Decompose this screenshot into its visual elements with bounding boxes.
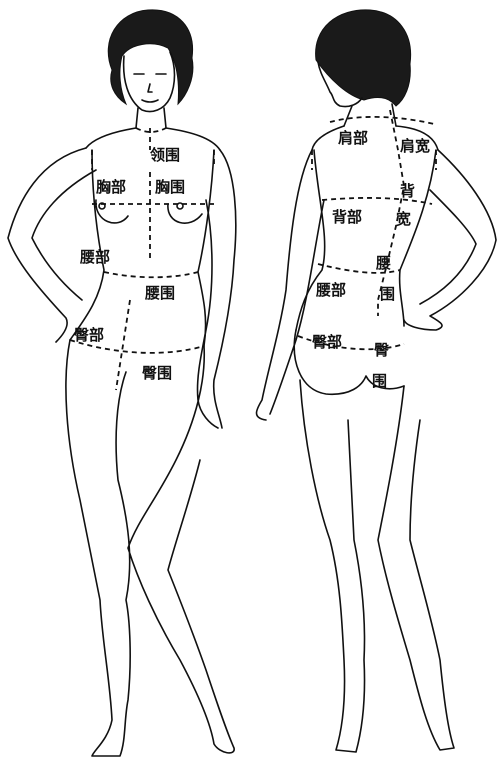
front-chest-girth-label: 胸围 [155,178,185,196]
back-left-arm [257,150,325,420]
front-hair [108,10,193,104]
front-neck-girth-label: 领围 [149,146,180,164]
front-chest-part-label: 胸部 [96,178,126,196]
back-right-arm [404,150,496,330]
back-width-bottom-label: 宽 [395,210,411,228]
back-waist-girth-bottom-label: 围 [380,285,395,303]
back-waist-girth-top-label: 腰 [375,254,391,272]
front-hip-part-label: 臀部 [74,326,104,344]
front-left-arm [8,148,96,342]
back-hip-girth-bottom-label: 围 [372,372,387,390]
back-shoulder-part-label: 肩部 [338,129,368,147]
front-right-arm [197,150,235,428]
back-width-line [322,198,432,204]
front-figure [8,10,236,756]
front-waist-line [104,272,198,277]
front-hip-girth-label: 臀围 [142,364,172,382]
back-waist-part-label: 腰部 [315,281,346,299]
back-part-label: 背部 [332,208,362,226]
front-waist-girth-label: 腰围 [144,284,175,302]
front-center-line [116,128,150,390]
front-waist-part-label: 腰部 [79,248,110,266]
back-hip-girth-top-label: 臀 [374,341,389,359]
back-hip-part-label: 臀部 [312,333,342,351]
back-width-top-label: 背 [400,182,415,200]
back-shoulder-width-label: 肩宽 [400,137,430,155]
back-legs [300,380,454,752]
front-legs [66,340,234,756]
front-neck-line [136,128,166,132]
back-torso-outline [296,126,438,330]
